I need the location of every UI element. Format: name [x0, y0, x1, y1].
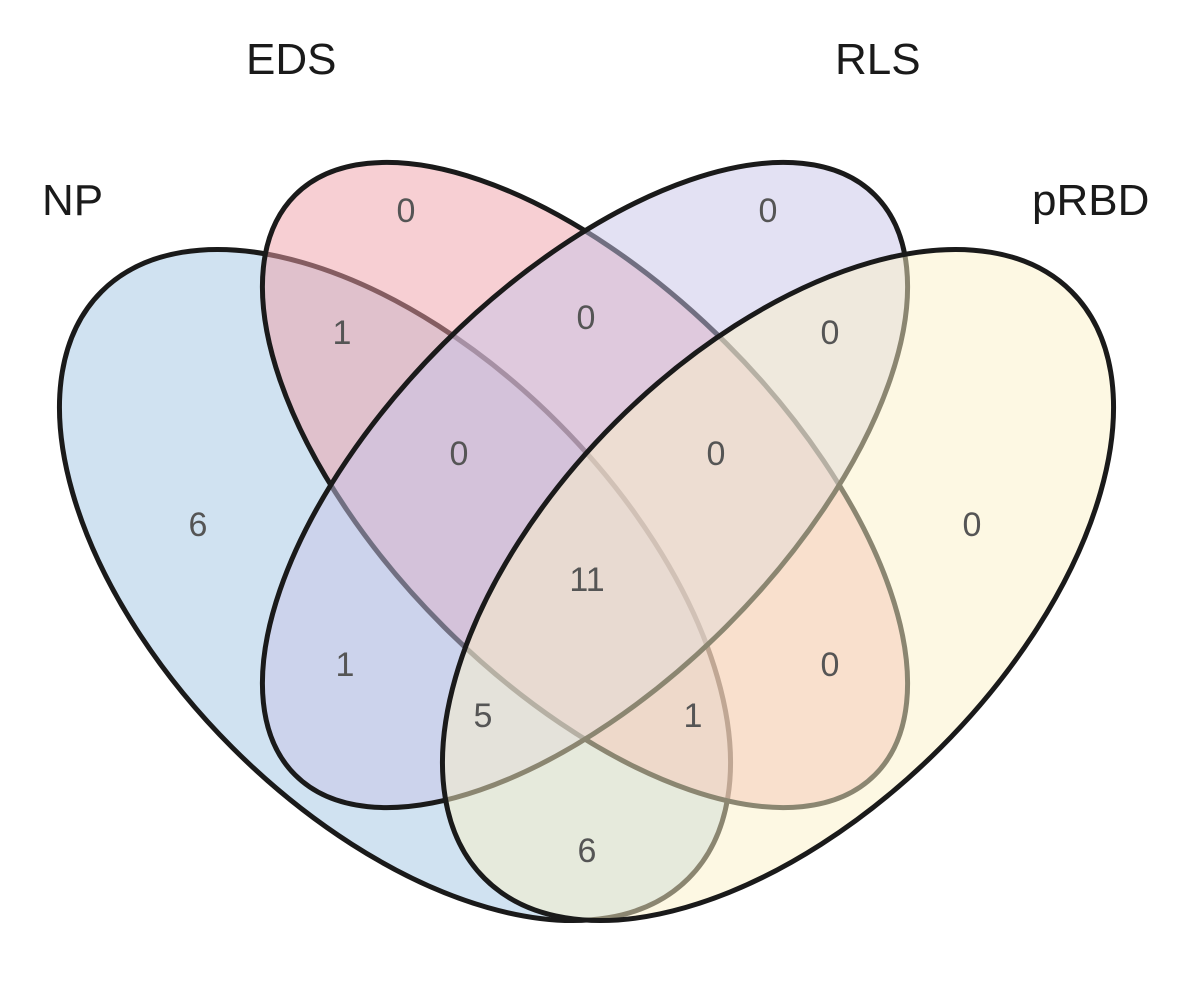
set-label-prbd: pRBD: [1032, 176, 1149, 225]
region-count-np-eds-rls: 0: [450, 435, 469, 473]
set-label-eds: EDS: [246, 35, 336, 84]
set-label-np: NP: [42, 176, 103, 225]
set-label-rls: RLS: [835, 35, 921, 84]
region-count-eds-prbd: 0: [821, 646, 840, 684]
region-count-eds-only: 0: [397, 192, 416, 230]
region-count-eds-rls-prbd: 0: [707, 435, 726, 473]
region-count-np-eds: 1: [333, 314, 352, 352]
region-count-rls-only: 0: [759, 192, 778, 230]
region-count-np-rls: 1: [336, 646, 355, 684]
region-count-np-prbd: 6: [578, 832, 597, 870]
region-count-eds-rls: 0: [577, 299, 596, 337]
region-count-rls-prbd: 0: [821, 314, 840, 352]
region-count-np-only: 6: [189, 506, 208, 544]
region-count-prbd-only: 0: [963, 506, 982, 544]
region-count-np-rls-prbd: 5: [474, 697, 493, 735]
region-count-all-four: 11: [569, 561, 604, 599]
set-ellipse-prbd: [439, 246, 1117, 924]
region-count-np-eds-prbd: 1: [684, 697, 703, 735]
